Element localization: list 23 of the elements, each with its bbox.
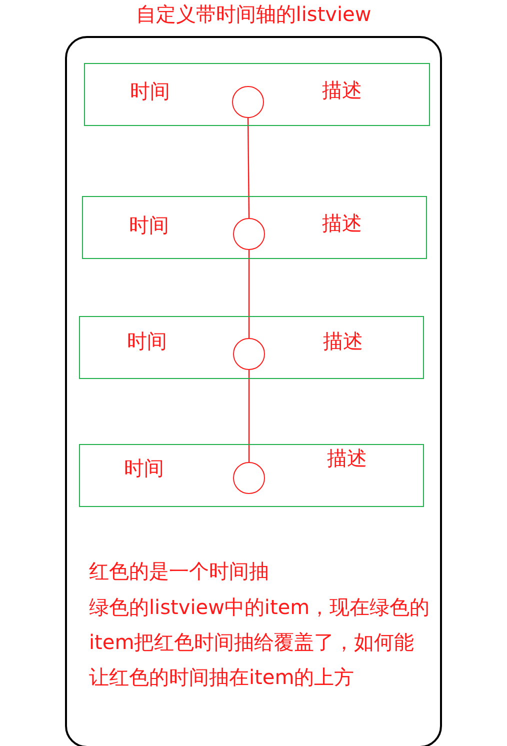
timeline-dot bbox=[233, 338, 265, 370]
timeline-line bbox=[247, 118, 250, 218]
description-label: 描述 bbox=[327, 446, 367, 470]
list-item-box bbox=[84, 63, 430, 126]
timeline-line bbox=[248, 250, 250, 338]
list-item-box bbox=[79, 444, 424, 507]
phone-frame bbox=[65, 36, 442, 746]
list-item-box bbox=[79, 316, 424, 379]
title: 自定义带时间轴的listview bbox=[134, 2, 372, 26]
time-label: 时间 bbox=[127, 329, 167, 353]
note-text: 绿色的listview中的item，现在绿色的item把红色时间抽给覆盖了，如何能让红色的时间抽在item的上方 bbox=[89, 594, 431, 691]
list-item-box bbox=[82, 196, 427, 259]
description-label: 描述 bbox=[322, 211, 362, 235]
time-label: 时间 bbox=[124, 456, 164, 480]
note-text: 红色的是一个时间抽 bbox=[89, 558, 270, 585]
time-label: 时间 bbox=[130, 79, 170, 103]
timeline-dot bbox=[233, 462, 265, 494]
timeline-line bbox=[248, 370, 250, 462]
description-label: 描述 bbox=[323, 329, 363, 353]
timeline-dot bbox=[233, 218, 265, 250]
timeline-dot bbox=[232, 86, 264, 118]
description-label: 描述 bbox=[322, 78, 362, 102]
time-label: 时间 bbox=[129, 213, 169, 237]
